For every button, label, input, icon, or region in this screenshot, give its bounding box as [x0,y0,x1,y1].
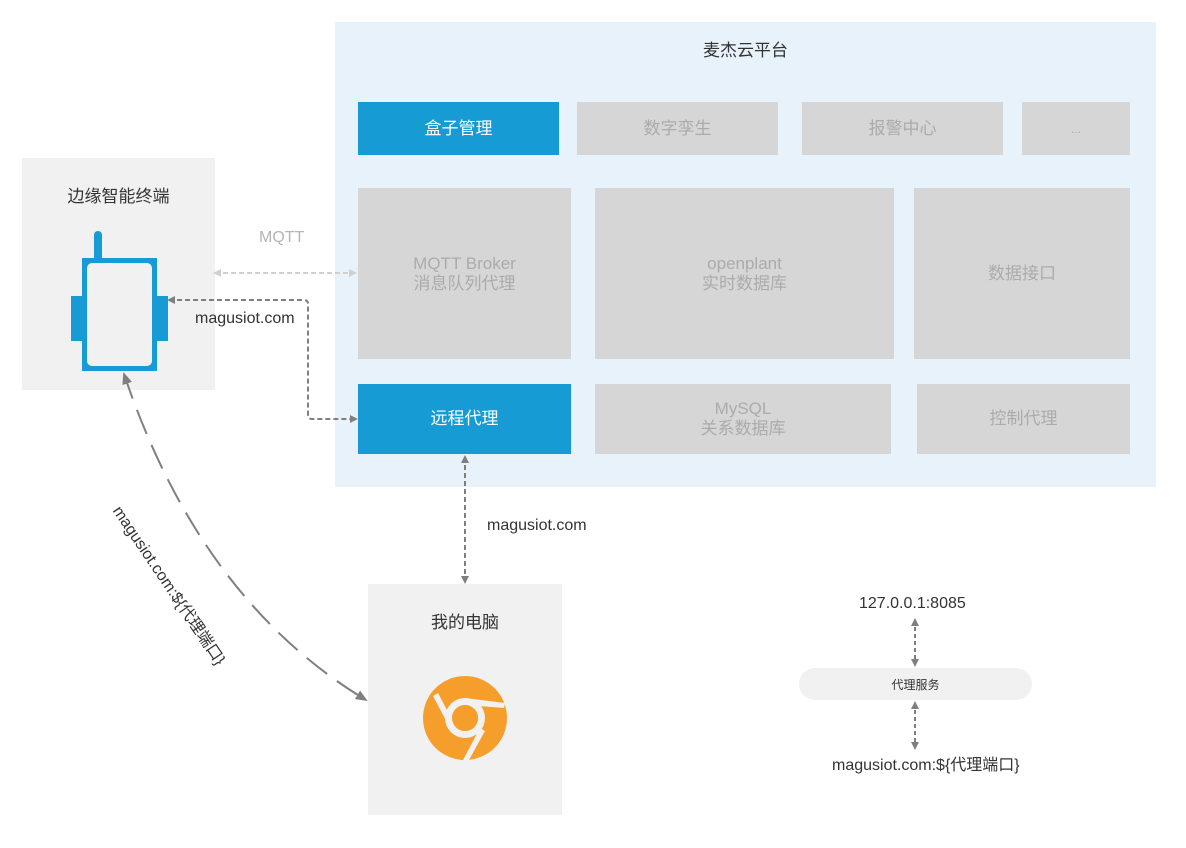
module-digital-twin[interactable]: 数字孪生 [577,102,778,155]
more-icon: ... [1070,121,1081,136]
service-openplant: openplant 实时数据库 [595,188,894,359]
service-name: 数据接口 [988,263,1056,283]
module-name: MySQL [714,399,772,418]
service-desc: 实时数据库 [702,273,787,293]
module-label: 控制代理 [989,409,1058,428]
service-data-interface: 数据接口 [914,188,1130,359]
service-name: MQTT Broker [413,253,516,273]
remote-address-label: magusiot.com:${代理端口} [832,757,1020,774]
module-label: 盒子管理 [424,118,493,138]
module-more[interactable]: ... [1022,102,1130,155]
my-computer-title: 我的电脑 [431,613,499,632]
proxy-service-label: 代理服务 [891,677,940,692]
service-mqtt-broker: MQTT Broker 消息队列代理 [358,188,571,359]
local-address-label: 127.0.0.1:8085 [859,595,966,612]
computer-proxy-label: magusiot.com [487,517,587,534]
platform-title: 麦杰云平台 [703,41,788,60]
module-desc: 关系数据库 [700,419,786,438]
module-label: 报警中心 [868,118,937,138]
module-mysql: MySQL 关系数据库 [595,384,891,454]
edge-terminal-title: 边缘智能终端 [67,187,170,206]
module-alarm-center[interactable]: 报警中心 [802,102,1003,155]
module-control-proxy: 控制代理 [917,384,1130,454]
module-box-management[interactable]: 盒子管理 [358,102,559,155]
service-desc: 消息队列代理 [413,273,516,293]
chrome-browser-icon[interactable] [423,676,507,760]
proxy-service-pill: 代理服务 [799,668,1032,700]
module-label: 数字孪生 [643,118,712,138]
device-proxy-label: magusiot.com [195,310,295,327]
mqtt-label: MQTT [259,229,305,246]
module-label: 远程代理 [430,409,499,428]
service-name: openplant [707,253,782,273]
module-remote-proxy[interactable]: 远程代理 [358,384,571,454]
